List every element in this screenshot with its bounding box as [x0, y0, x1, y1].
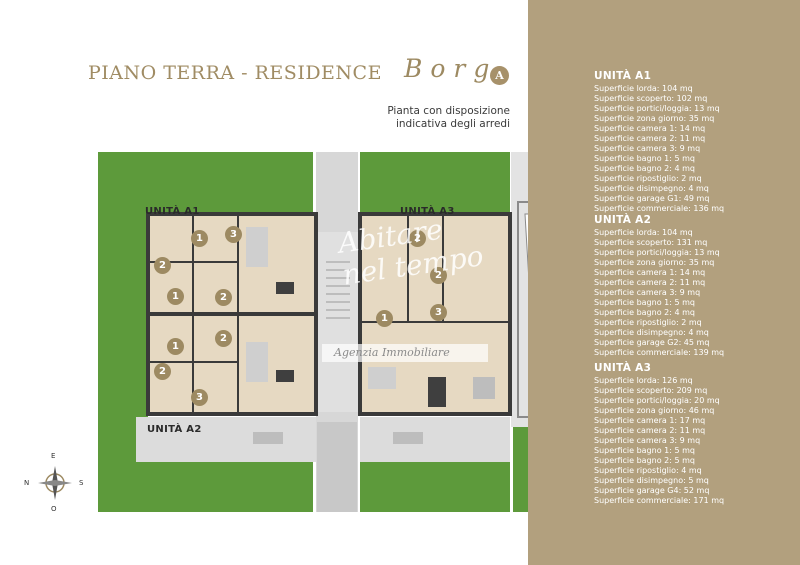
spec-row: Superficie ripostiglio: 2 mq: [594, 174, 702, 183]
spec-row: Superficie bagno 1: 5 mq: [594, 298, 695, 307]
watermark-band: [322, 344, 488, 362]
unit-a2-specs: UNITÀ A2 Superficie lorda: 104 mq Superf…: [594, 214, 784, 358]
room-number: 1: [167, 338, 184, 355]
compass-e: E: [51, 452, 56, 460]
terrace-a2: [136, 417, 316, 462]
spec-row: Superficie bagno 2: 5 mq: [594, 456, 695, 465]
room-number: 1: [191, 230, 208, 247]
spec-row: Superficie commerciale: 171 mq: [594, 496, 725, 505]
outdoor-table-a3: [393, 432, 423, 444]
spec-row: Superficie disimpegno: 5 mq: [594, 476, 709, 485]
spec-row: Superficie commerciale: 139 mq: [594, 348, 725, 357]
spec-row: Superficie camera 3: 9 mq: [594, 288, 701, 297]
room-number: 3: [225, 226, 242, 243]
spec-row: Superficie zona giorno: 35 mq: [594, 114, 715, 123]
table-a1: [276, 282, 294, 294]
outdoor-table-a2: [253, 432, 283, 444]
label-unit-a2: UNITÀ A2: [147, 424, 202, 435]
room-number: 3: [430, 304, 447, 321]
watermark-agency: Agenzia Immobiliare: [334, 346, 450, 359]
deckchairs: [473, 377, 495, 399]
sofa-a3: [368, 367, 396, 389]
page-title: PIANO TERRA - RESIDENCE: [88, 62, 382, 84]
room-number: 1: [376, 310, 393, 327]
spec-row: Superficie bagno 1: 5 mq: [594, 446, 695, 455]
spec-row: Superficie camera 1: 14 mq: [594, 268, 706, 277]
table-a3: [428, 377, 446, 407]
label-unit-a1: UNITÀ A1: [145, 206, 200, 217]
plan-subtitle: Pianta con disposizione indicativa degli…: [380, 105, 510, 131]
room-number: 2: [430, 267, 447, 284]
spec-row: Superficie bagno 2: 4 mq: [594, 308, 695, 317]
compass-n: N: [24, 479, 30, 487]
spec-row: Superficie garage G4: 52 mq: [594, 486, 710, 495]
room-number: 2: [215, 330, 232, 347]
room-number: 2: [409, 230, 426, 247]
kitchen-a2: [246, 342, 268, 382]
spec-row: Superficie bagno 2: 4 mq: [594, 164, 695, 173]
unit-a2-title: UNITÀ A2: [594, 214, 652, 226]
subtitle-line-1: Pianta con disposizione: [387, 105, 510, 117]
room-number: 1: [167, 288, 184, 305]
spec-row: Superficie disimpegno: 4 mq: [594, 328, 709, 337]
driveway-ramp: [317, 422, 357, 512]
garden-a3-bottom: [360, 462, 510, 512]
floor-plan: [98, 152, 578, 512]
unit-a1-specs: UNITÀ A1 Superficie lorda: 104 mq Superf…: [594, 70, 784, 214]
spec-row: Superficie bagno 1: 5 mq: [594, 154, 695, 163]
spec-row: Superficie portici/loggia: 13 mq: [594, 248, 720, 257]
room-number: 2: [154, 257, 171, 274]
spec-row: Superficie ripostiglio: 4 mq: [594, 466, 702, 475]
spec-row: Superficie camera 3: 9 mq: [594, 436, 701, 445]
brand-logo-badge: A: [490, 66, 509, 85]
compass-rose: E N S O: [24, 452, 86, 514]
spec-row: Superficie disimpegno: 4 mq: [594, 184, 709, 193]
unit-a3-specs: UNITÀ A3 Superficie lorda: 126 mq Superf…: [594, 362, 784, 506]
table-a2: [276, 370, 294, 382]
terrace-a3: [360, 417, 510, 462]
spec-row: Superficie scoperto: 131 mq: [594, 238, 708, 247]
garden-left: [98, 152, 148, 422]
room-number: 2: [215, 289, 232, 306]
spec-row: Superficie scoperto: 102 mq: [594, 94, 708, 103]
spec-row: Superficie camera 3: 9 mq: [594, 144, 701, 153]
compass-icon: [38, 466, 72, 500]
spec-row: Superficie camera 2: 11 mq: [594, 134, 706, 143]
spec-row: Superficie garage G2: 45 mq: [594, 338, 710, 347]
spec-row: Superficie lorda: 126 mq: [594, 376, 693, 385]
room-number: 2: [154, 363, 171, 380]
kitchen-a1: [246, 227, 268, 267]
compass-o: O: [51, 505, 57, 513]
brand-logo-text: Borg: [404, 54, 498, 83]
spec-row: Superficie scoperto: 209 mq: [594, 386, 708, 395]
spec-row: Superficie lorda: 104 mq: [594, 84, 693, 93]
spec-row: Superficie zona giorno: 35 mq: [594, 258, 715, 267]
unit-a1-title: UNITÀ A1: [594, 70, 652, 82]
spec-row: Superficie ripostiglio: 2 mq: [594, 318, 702, 327]
floor-plan-area: PIANO TERRA - RESIDENCE Borg A Pianta co…: [24, 54, 578, 514]
spec-row: Superficie garage G1: 49 mq: [594, 194, 710, 203]
spec-row: Superficie zona giorno: 46 mq: [594, 406, 715, 415]
label-unit-a3: UNITÀ A3: [400, 206, 455, 217]
compass-s: S: [79, 479, 84, 487]
spec-row: Superficie camera 2: 11 mq: [594, 278, 706, 287]
unit-a3-title: UNITÀ A3: [594, 362, 652, 374]
spec-row: Superficie camera 1: 17 mq: [594, 416, 706, 425]
room-number: 3: [191, 389, 208, 406]
spec-row: Superficie lorda: 104 mq: [594, 228, 693, 237]
spec-row: Superficie portici/loggia: 13 mq: [594, 104, 720, 113]
subtitle-line-2: indicativa degli arredi: [395, 118, 510, 130]
spec-row: Superficie commerciale: 136 mq: [594, 204, 725, 213]
spec-row: Superficie camera 2: 11 mq: [594, 426, 706, 435]
staircase: [326, 261, 350, 319]
spec-row: Superficie portici/loggia: 20 mq: [594, 396, 720, 405]
spec-row: Superficie camera 1: 14 mq: [594, 124, 706, 133]
specs-panel: 21: [528, 0, 800, 565]
